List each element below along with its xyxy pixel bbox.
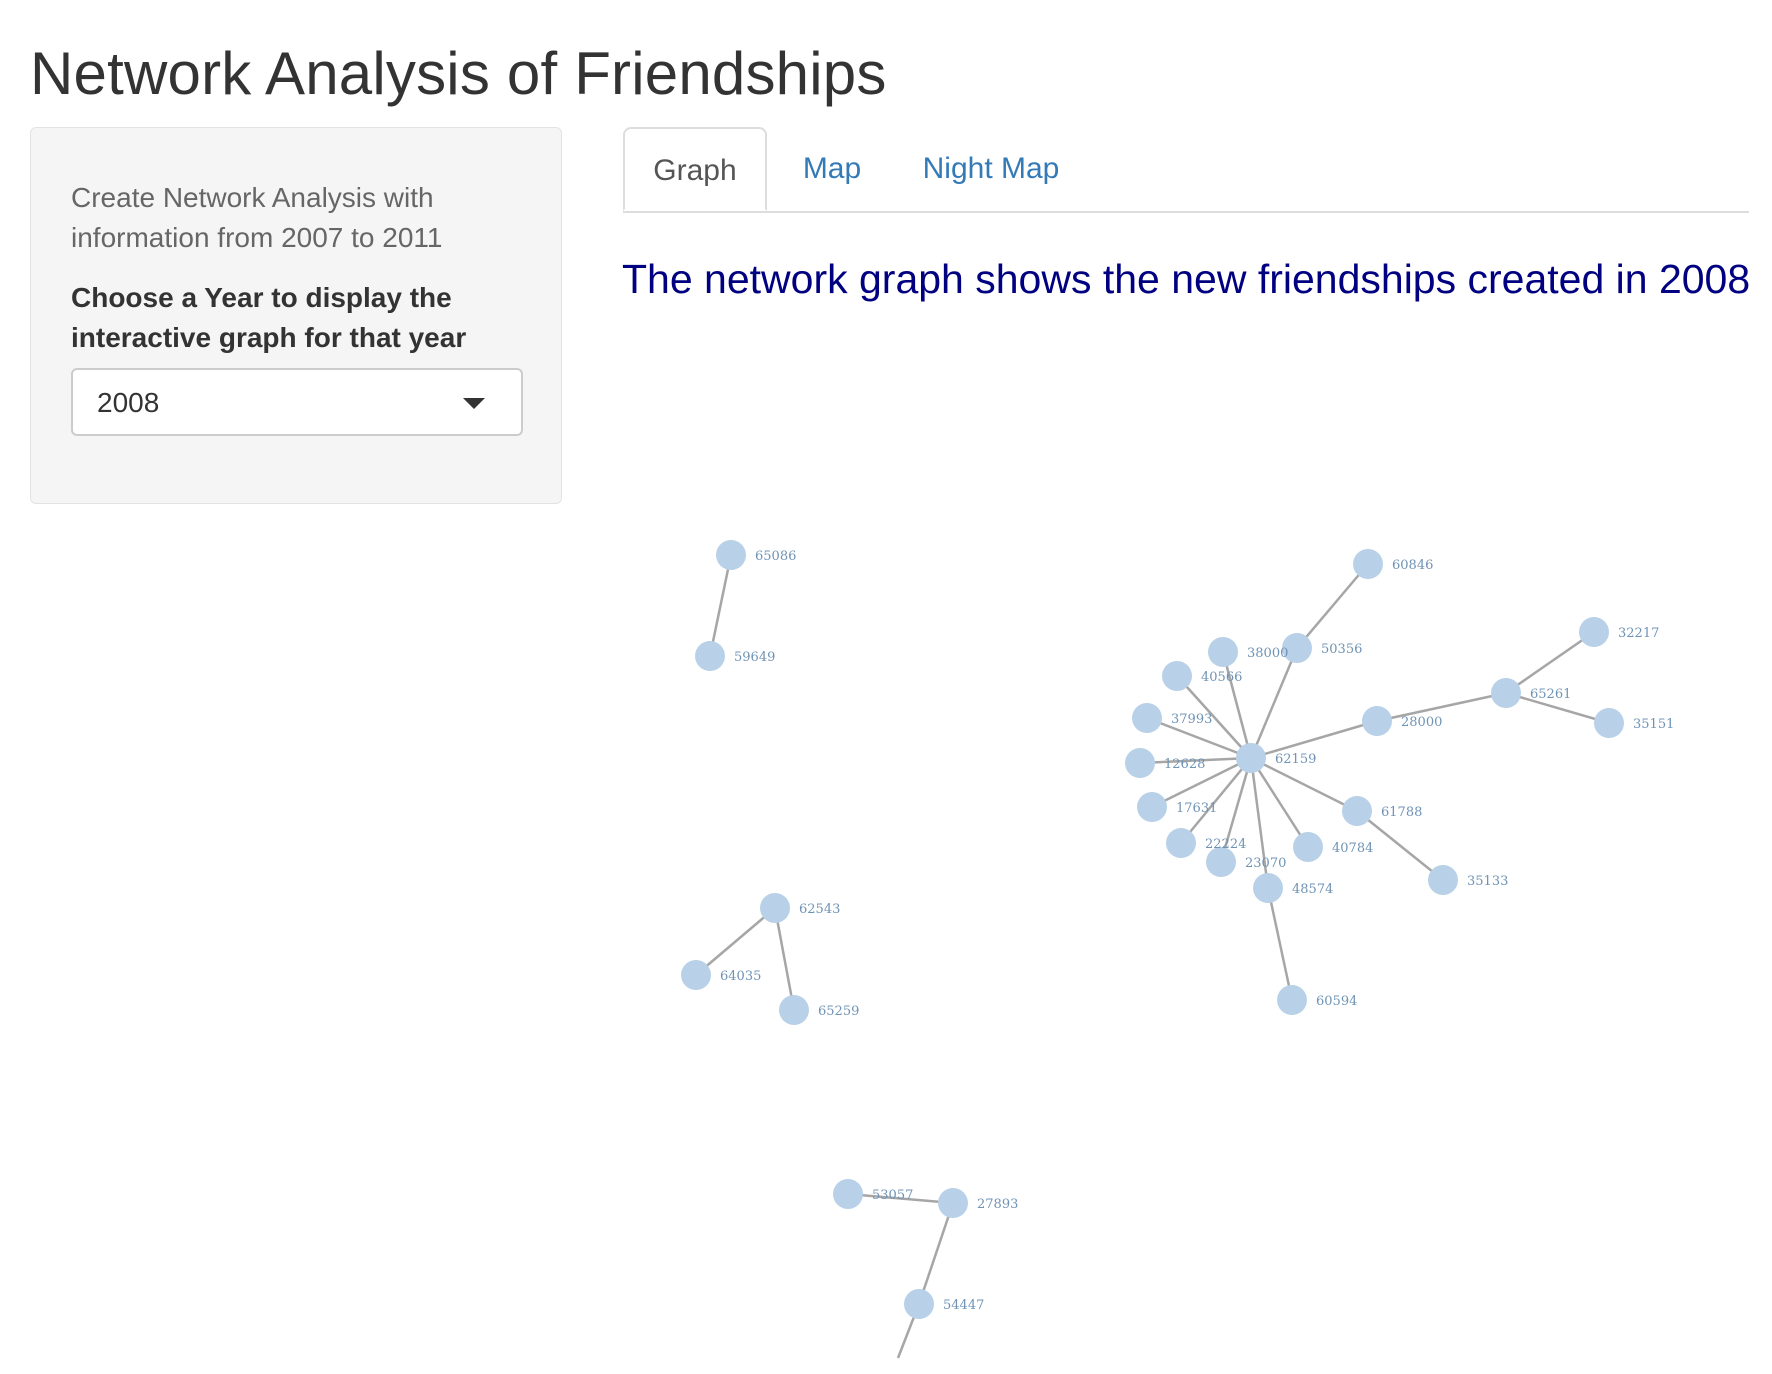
graph-node-label: 35133 [1467, 874, 1508, 889]
graph-node-23070[interactable] [1206, 847, 1236, 877]
tab-map[interactable]: Map [802, 152, 862, 185]
graph-edge [1266, 887, 1294, 1001]
graph-node-40784[interactable] [1293, 832, 1323, 862]
graph-node-label: 22224 [1205, 837, 1246, 852]
graph-edge [1296, 563, 1369, 649]
graph-node-label: 62543 [799, 902, 840, 917]
graph-edge [695, 907, 776, 976]
graph-node-label: 61788 [1381, 805, 1422, 820]
graph-node-label: 62159 [1275, 752, 1316, 767]
graph-node-35151[interactable] [1594, 708, 1624, 738]
graph-node-22224[interactable] [1166, 828, 1196, 858]
graph-node-65086[interactable] [716, 540, 746, 570]
graph-node-61788[interactable] [1342, 796, 1372, 826]
graph-node-label: 59649 [734, 650, 775, 665]
graph-node-label: 38000 [1247, 646, 1288, 661]
graph-node-label: 53057 [872, 1188, 913, 1203]
graph-node-59649[interactable] [695, 641, 725, 671]
graph-node-label: 65086 [755, 549, 796, 564]
tab-night-map[interactable]: Night Map [922, 152, 1060, 185]
graph-edge [1221, 651, 1253, 759]
graph-node-label: 32217 [1618, 626, 1659, 641]
graph-edge [773, 907, 796, 1011]
graph-node-label: 54447 [943, 1298, 984, 1313]
tab-graph[interactable]: Graph [623, 127, 767, 211]
page-title: Network Analysis of Friendships [30, 40, 887, 107]
graph-node-17631[interactable] [1137, 792, 1167, 822]
graph-node-label: 17631 [1176, 801, 1217, 816]
graph-node-label: 12628 [1164, 757, 1205, 772]
graph-node-38000[interactable] [1208, 637, 1238, 667]
graph-node-label: 48574 [1292, 882, 1333, 897]
graph-node-label: 40566 [1201, 670, 1242, 685]
graph-edge [1249, 757, 1310, 848]
sidebar-description: Create Network Analysis with information… [71, 182, 443, 253]
graph-node-62159[interactable] [1236, 743, 1266, 773]
chevron-down-icon [463, 398, 485, 409]
year-select[interactable]: 2008 [71, 368, 523, 436]
graph-node-62543[interactable] [760, 893, 790, 923]
graph-node-32217[interactable] [1579, 617, 1609, 647]
graph-node-label: 40784 [1332, 841, 1373, 856]
graph-node-65261[interactable] [1491, 678, 1521, 708]
graph-node-label: 35151 [1633, 717, 1674, 732]
graph-node-54447[interactable] [904, 1289, 934, 1319]
graph-node-35133[interactable] [1428, 865, 1458, 895]
graph-node-label: 37993 [1171, 712, 1212, 727]
graph-node-60846[interactable] [1353, 549, 1383, 579]
graph-node-37993[interactable] [1132, 703, 1162, 733]
graph-node-40566[interactable] [1162, 661, 1192, 691]
graph-node-65259[interactable] [779, 995, 809, 1025]
graph-node-label: 60846 [1392, 558, 1433, 573]
year-select-label: Choose a Year to display the interactive… [71, 282, 467, 353]
graph-node-60594[interactable] [1277, 985, 1307, 1015]
graph-edge [917, 1202, 955, 1305]
graph-node-label: 50356 [1321, 642, 1362, 657]
graph-node-label: 23070 [1245, 856, 1286, 871]
graph-node-48574[interactable] [1253, 873, 1283, 903]
year-select-value: 2008 [97, 387, 160, 418]
graph-node-28000[interactable] [1362, 706, 1392, 736]
tab-bar: Graph Map Night Map [623, 127, 1749, 213]
graph-node-label: 65261 [1530, 687, 1571, 702]
graph-node-27893[interactable] [938, 1188, 968, 1218]
graph-node-50356[interactable] [1282, 633, 1312, 663]
graph-edge [1505, 630, 1595, 695]
graph-node-12628[interactable] [1125, 748, 1155, 778]
graph-node-label: 65259 [818, 1004, 859, 1019]
graph-heading: The network graph shows the new friendsh… [622, 256, 1751, 302]
graph-node-label: 64035 [720, 969, 761, 984]
graph-node-label: 27893 [977, 1197, 1018, 1212]
sidebar-panel: Create Network Analysis with information… [30, 127, 562, 504]
graph-node-label: 60594 [1316, 994, 1357, 1009]
graph-node-label: 28000 [1401, 715, 1442, 730]
graph-node-53057[interactable] [833, 1179, 863, 1209]
graph-node-64035[interactable] [681, 960, 711, 990]
graph-edge [708, 554, 733, 657]
graph-edge [1249, 647, 1299, 759]
